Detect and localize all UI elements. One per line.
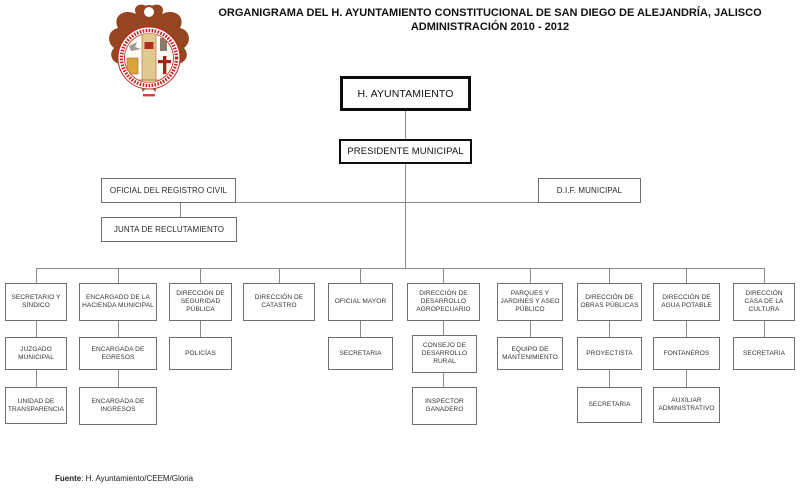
node-auxiliar-administrativo: AUXILIAR ADMINISTRATIVO <box>653 387 720 423</box>
connector-line <box>200 268 201 283</box>
connector-line <box>609 268 610 283</box>
connector-line <box>609 370 610 387</box>
connector-line <box>279 268 280 283</box>
connector-line <box>36 321 37 337</box>
node-secretario-sindico: SECRETARIO Y SÍNDICO <box>5 283 67 321</box>
node-encargada-ingresos: ENCARGADA DE INGRESOS <box>79 387 157 425</box>
connector-line <box>118 268 119 283</box>
connector-line <box>360 321 361 337</box>
source-note: Fuente: H. Ayuntamiento/CEEM/Gloria <box>55 474 193 483</box>
source-note-label: Fuente <box>55 474 82 483</box>
node-encargada-egresos: ENCARGADA DE EGRESOS <box>79 337 157 370</box>
connector-line <box>530 321 531 337</box>
node-hacienda-municipal: ENCARGADO DE LA HACIENDA MUNICIPAL <box>79 283 157 321</box>
node-h-ayuntamiento: H. AYUNTAMIENTO <box>340 76 471 111</box>
node-proyectista: PROYECTISTA <box>577 337 642 370</box>
node-parques-jardines: PARQUES Y JARDINES Y ASEO PÚBLICO <box>497 283 563 321</box>
connector-line <box>405 163 406 268</box>
connector-line <box>360 268 361 283</box>
node-secretaria-oficial-mayor: SECRETARIA <box>328 337 393 370</box>
connector-line <box>180 202 181 217</box>
node-policias: POLICÍAS <box>169 337 232 370</box>
connector-line <box>169 202 590 203</box>
source-note-text: : H. Ayuntamiento/CEEM/Gloria <box>81 474 194 483</box>
node-secretaria-obras: SECRETARIA <box>577 387 642 423</box>
node-consejo-desarrollo-rural: CONSEJO DE DESARROLLO RURAL <box>412 335 477 373</box>
connector-line <box>36 268 37 283</box>
connector-line <box>200 321 201 337</box>
node-unidad-transparencia: UNIDAD DE TRANSPARENCIA <box>5 387 67 424</box>
connector-line <box>609 321 610 337</box>
node-presidente-municipal: PRESIDENTE MUNICIPAL <box>339 139 472 164</box>
node-junta-reclutamiento: JUNTA DE RECLUTAMIENTO <box>101 217 237 242</box>
node-catastro: DIRECCIÓN DE CATASTRO <box>243 283 315 321</box>
connector-line <box>443 373 444 387</box>
node-oficial-mayor: OFICIAL MAYOR <box>328 283 393 321</box>
node-secretaria-cultura: SECRETARIA <box>733 337 795 370</box>
node-juzgado-municipal: JUZGADO MUNICIPAL <box>5 337 67 370</box>
node-casa-cultura: DIRECCIÓN CASA DE LA CULTURA <box>733 283 795 321</box>
connector-line <box>443 268 444 283</box>
title-line-2: ADMINISTRACIÓN 2010 - 2012 <box>410 21 570 33</box>
connector-line <box>443 321 444 335</box>
node-desarrollo-agropecuario: DIRECCIÓN DE DESARROLLO AGROPECUARIO <box>407 283 480 321</box>
connector-line <box>118 370 119 387</box>
connector-line <box>118 321 119 337</box>
connector-line <box>405 110 406 139</box>
connector-line <box>36 370 37 387</box>
title-line-1: ORGANIGRAMA DEL H. AYUNTAMIENTO CONSTITU… <box>218 7 762 19</box>
connector-line <box>530 268 531 283</box>
node-fontaneros: FONTANEROS <box>653 337 720 370</box>
connector-line <box>686 370 687 387</box>
connector-line <box>764 268 765 283</box>
node-equipo-mantenimiento: EQUIPO DE MANTENIMIENTO <box>497 337 563 370</box>
page-title: ORGANIGRAMA DEL H. AYUNTAMIENTO CONSTITU… <box>200 6 780 34</box>
connector-line <box>686 268 687 283</box>
node-inspector-ganadero: INSPECTOR GANADERO <box>412 387 477 425</box>
connector-line <box>36 268 764 269</box>
connector-line <box>764 321 765 337</box>
node-dif-municipal: D.I.F. MUNICIPAL <box>538 178 641 203</box>
node-oficial-registro-civil: OFICIAL DEL REGISTRO CIVIL <box>101 178 236 203</box>
node-obras-publicas: DIRECCIÓN DE OBRAS PÚBLICAS <box>577 283 642 321</box>
connector-line <box>686 321 687 337</box>
municipal-crest-icon <box>109 4 189 97</box>
node-seguridad-publica: DIRECCIÓN DE SEGURIDAD PÚBLICA <box>169 283 232 321</box>
node-agua-potable: DIRECCIÓN DE AGUA POTABLE <box>653 283 720 321</box>
